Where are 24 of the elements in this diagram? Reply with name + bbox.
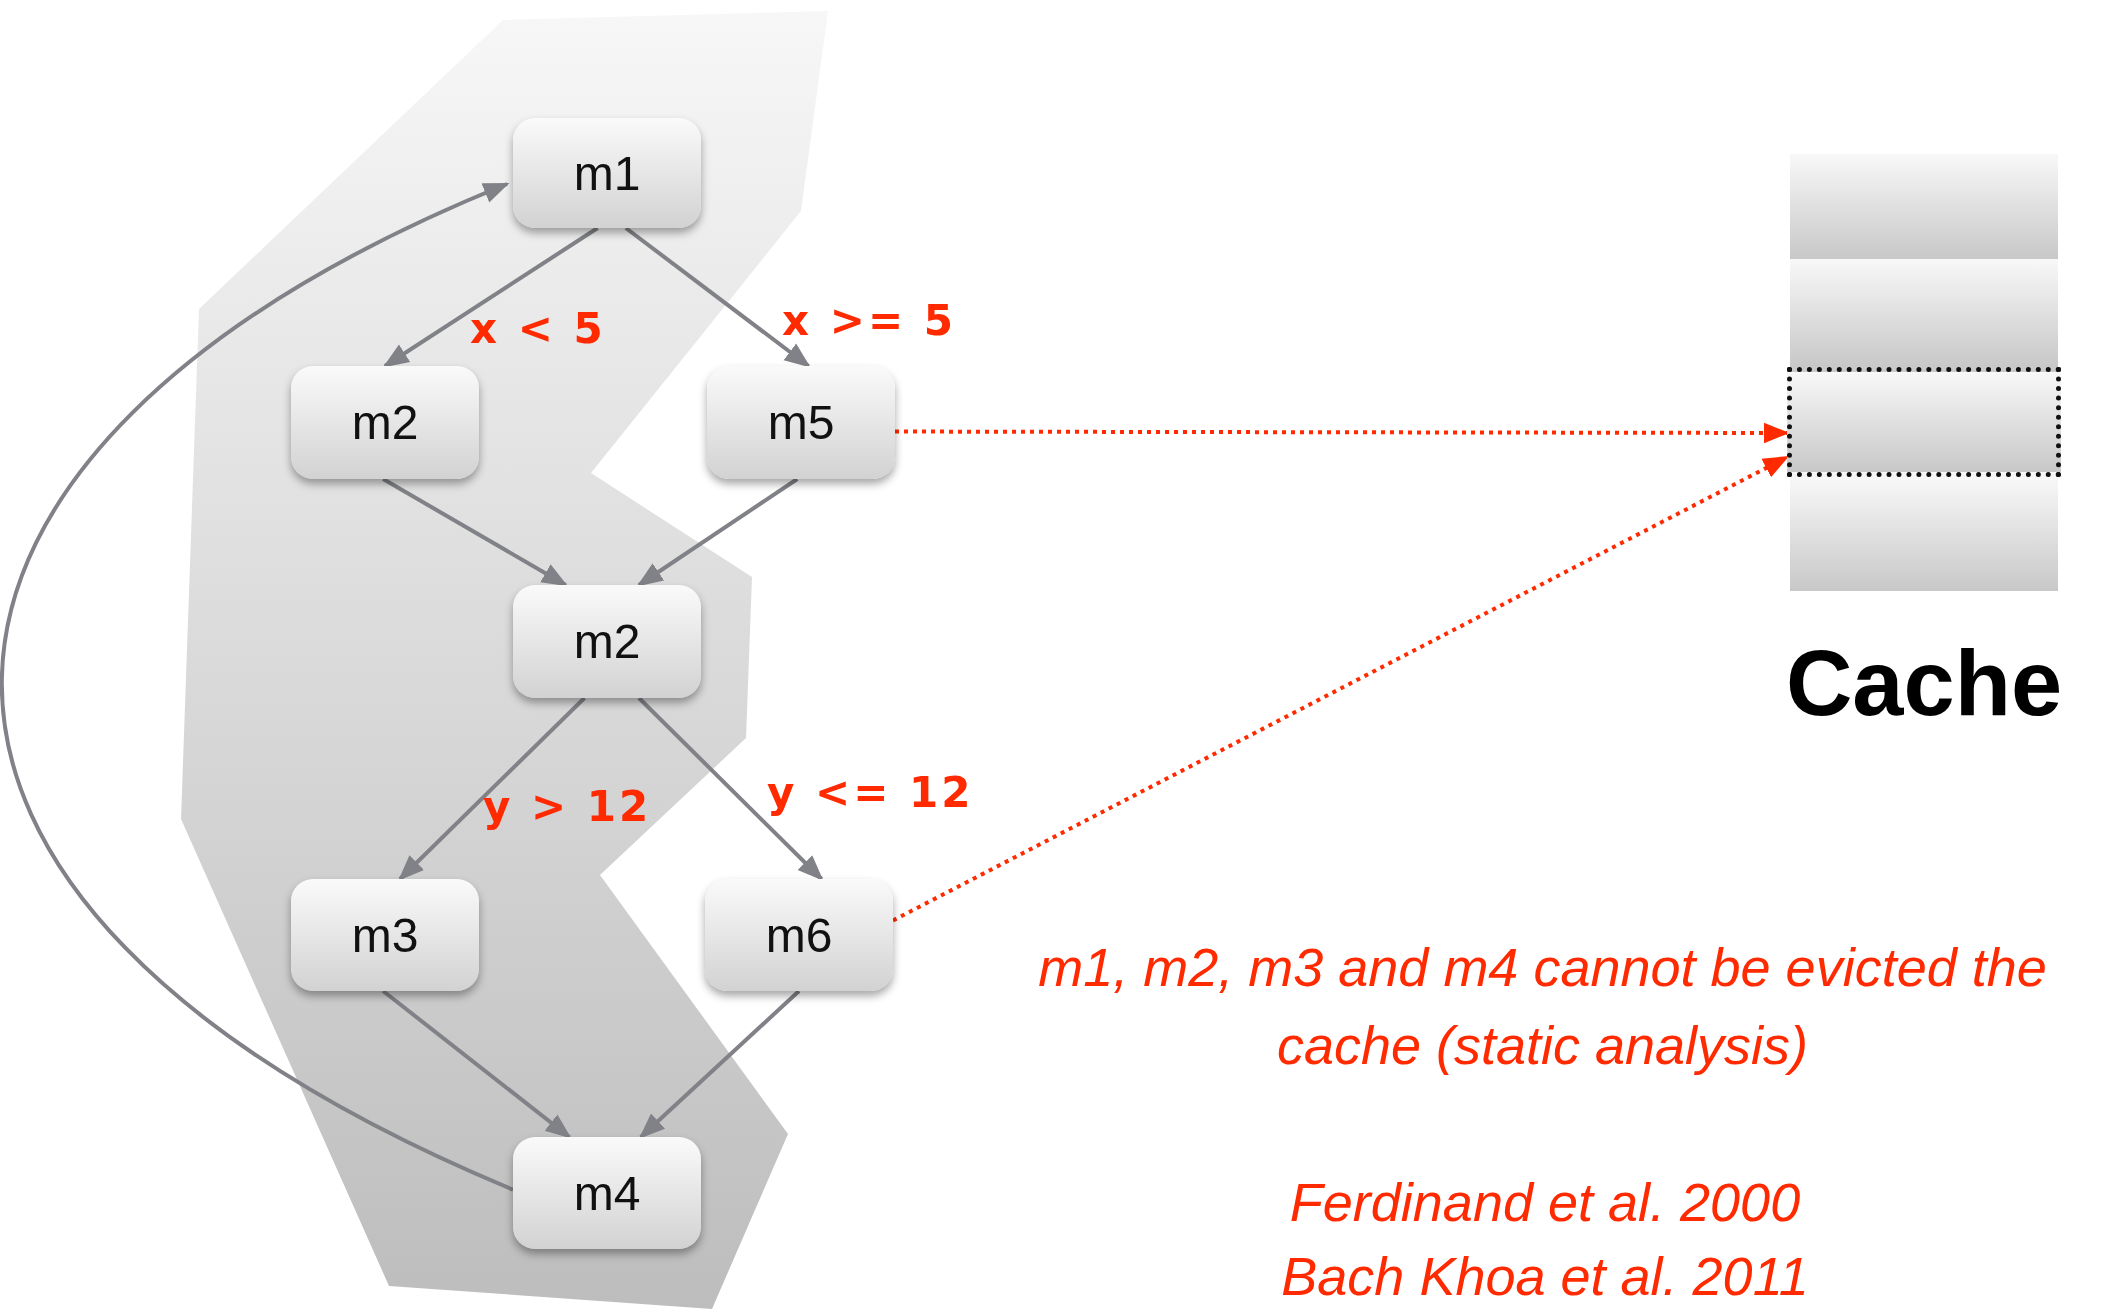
arrow bbox=[382, 226, 599, 368]
arrow bbox=[0, 182, 514, 1192]
arrow bbox=[638, 989, 801, 1139]
arrow bbox=[637, 696, 824, 881]
method-box: m6 bbox=[705, 879, 893, 991]
method-box: m3 bbox=[291, 879, 479, 991]
arrow bbox=[382, 477, 568, 587]
edge-label: x >= 5 bbox=[782, 296, 956, 345]
note-text: m1, m2, m3 and m4 cannot be evicted the cache (static analysis) bbox=[1037, 936, 2048, 1078]
arrow bbox=[636, 477, 799, 587]
citation-text: Ferdinand et al. 2000 bbox=[1288, 1171, 1802, 1234]
cache-label: Cache bbox=[1784, 631, 2064, 736]
method-box: m2 bbox=[291, 366, 479, 479]
method-box: m1 bbox=[513, 118, 701, 228]
method-box: m5 bbox=[707, 366, 895, 479]
edge-label: x < 5 bbox=[470, 304, 606, 353]
edge-label: y > 12 bbox=[483, 782, 652, 831]
arrow bbox=[381, 989, 572, 1139]
arrow bbox=[624, 226, 811, 368]
citation-text: Bach Khoa et al. 2011 bbox=[1280, 1245, 1810, 1308]
arrow bbox=[398, 696, 586, 881]
method-box: m2 bbox=[513, 585, 701, 698]
method-box: m4 bbox=[513, 1137, 701, 1249]
edge-label: y <= 12 bbox=[767, 768, 974, 817]
